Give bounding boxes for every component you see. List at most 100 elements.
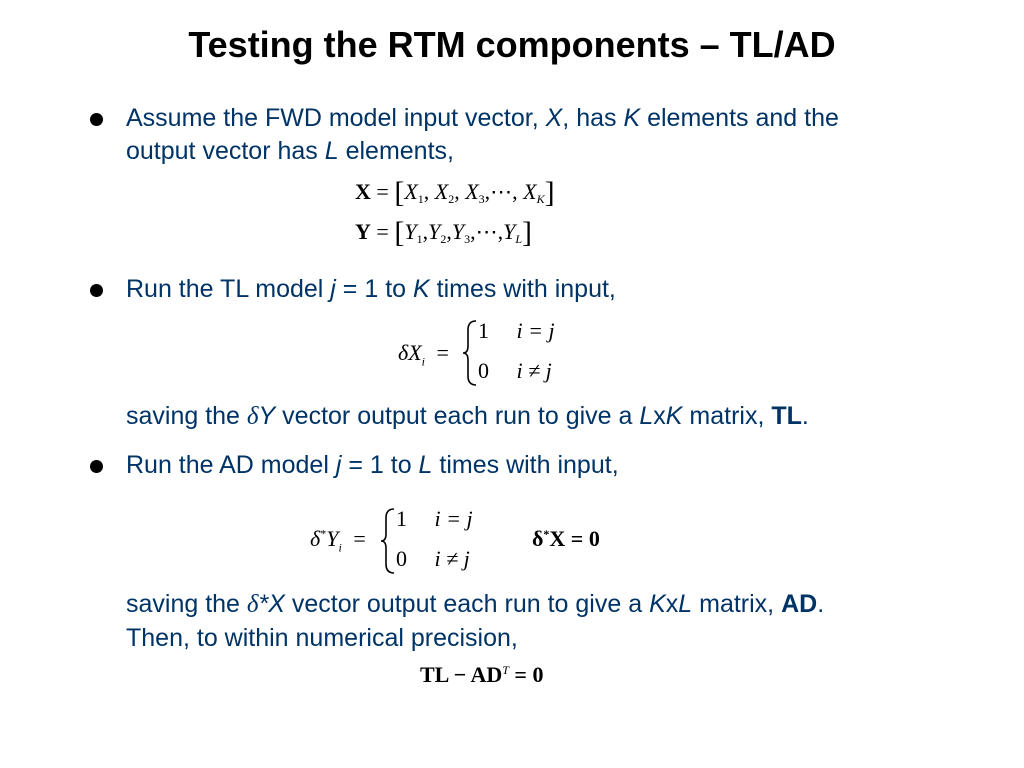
delta-symbol: δ (532, 526, 544, 551)
equation-y-vector: Y = [Y1,Y2,Y3,⋯,YL] (355, 216, 532, 249)
text: Then, to within numerical precision, (126, 624, 518, 652)
text: matrix, (682, 402, 772, 430)
eq-sub: 3 (478, 192, 485, 206)
text: = 1 to (335, 275, 413, 303)
eq-lhs: Y (355, 219, 371, 244)
eq-lhs: X (355, 179, 371, 204)
text: times with input, (432, 451, 619, 479)
text: elements, (338, 137, 454, 165)
var-K: K (649, 590, 666, 618)
case-value: 1 (478, 318, 489, 343)
tl-matrix-label: TL (771, 402, 802, 430)
bullet-dot (90, 284, 103, 297)
slide-title: Testing the RTM components – TL/AD (188, 24, 836, 65)
text: output vector has (126, 137, 325, 165)
eq-elem: X (523, 179, 537, 204)
equation-x-vector: X = [X1, X2, X3,⋯, XK] (355, 176, 555, 209)
text: saving the (126, 590, 247, 618)
case-lhs: δXi = (398, 340, 449, 369)
text: matrix, (692, 590, 782, 618)
bullet1-line2: output vector has L elements, (126, 136, 454, 166)
case-row-1: 1 i = j (478, 318, 555, 344)
var-K: K (413, 275, 430, 303)
lhs-symbol: δX (398, 340, 422, 365)
open-bracket: [ (394, 216, 405, 249)
case-condition: i = j (516, 318, 555, 343)
delta-symbol: δ (246, 403, 259, 430)
tl-input-cases: δXi = 1 i = j 0 i ≠ j (398, 318, 598, 388)
var-K: K (665, 402, 683, 430)
tl-ad-identity-equation: TL − ADT = 0 (420, 662, 543, 688)
adjoint-zero-equation: δ*X = 0 (532, 526, 600, 552)
eq-sign: = (353, 526, 366, 551)
text: . (801, 402, 809, 430)
eq-elem: Y (503, 219, 516, 244)
bullet-dot (90, 460, 103, 473)
text: . (817, 590, 825, 618)
eq-dots: ⋯ (475, 219, 498, 244)
lhs-symbol: δ (310, 526, 321, 551)
case-row-2: 0 i ≠ j (396, 546, 470, 572)
lhs-sub: i (421, 354, 426, 369)
eq-sign: = (376, 219, 389, 244)
eq-sign: = (436, 340, 449, 365)
case-value: 0 (396, 546, 407, 571)
eq-sub: L (515, 232, 522, 246)
star: * (543, 527, 550, 541)
eq-dots: ⋯ (490, 179, 513, 204)
eq-sub: 3 (464, 232, 471, 246)
bullet1-line1: Assume the FWD model input vector, X, ha… (126, 103, 839, 133)
text: Run the TL model (126, 275, 331, 303)
text: x (665, 590, 679, 618)
text: elements and the (640, 104, 839, 132)
bullet2-saving-line: saving the δY vector output each run to … (126, 401, 809, 432)
var-X: *X (258, 590, 285, 618)
text: , has (562, 104, 624, 132)
text: times with input, (429, 275, 616, 303)
var-Y: Y (258, 402, 276, 430)
eq-elem: X (404, 179, 418, 204)
transpose-sup: T (502, 663, 509, 677)
close-bracket: ] (522, 216, 532, 249)
text: = 1 to (341, 451, 419, 479)
var-j: j (335, 451, 342, 479)
case-condition: i = j (434, 506, 473, 531)
case-condition: i ≠ j (434, 546, 470, 571)
open-bracket: [ (394, 176, 405, 209)
var-L: L (418, 451, 433, 479)
lhs-symbol: Y (326, 526, 339, 551)
left-brace (462, 320, 477, 386)
var-L: L (678, 590, 693, 618)
eq-elem: X (465, 179, 479, 204)
text: vector output each run to give a (284, 590, 650, 618)
eq-sub: 1 (417, 192, 424, 206)
eq-sub: 1 (416, 232, 423, 246)
bullet2-line1: Run the TL model j = 1 to K times with i… (126, 274, 616, 304)
var-L: L (639, 402, 654, 430)
eq-elem: Y (428, 219, 441, 244)
var-j: j (330, 275, 336, 303)
bullet3-line1: Run the AD model j = 1 to L times with i… (126, 450, 619, 480)
eq-elem: Y (451, 219, 465, 244)
eq-rest: X = 0 (549, 526, 600, 551)
lhs-sub: i (338, 540, 342, 555)
bullet-dot (90, 113, 103, 126)
eq-elem: X (434, 179, 449, 204)
text: saving the (126, 402, 247, 430)
left-brace (380, 508, 395, 574)
var-X: X (545, 104, 563, 132)
case-row-1: 1 i = j (396, 506, 473, 532)
case-row-2: 0 i ≠ j (478, 358, 552, 384)
case-condition: i ≠ j (516, 358, 552, 383)
var-L: L (324, 137, 339, 165)
delta-symbol: δ (246, 591, 259, 618)
case-lhs: δ*Yi = (310, 526, 366, 555)
eq-rhs: = 0 (508, 662, 544, 687)
bullet3-saving-line: saving the δ*X vector output each run to… (126, 589, 824, 620)
eq-sub: K (536, 192, 545, 206)
text: Assume the FWD model input vector, (126, 104, 546, 132)
eq-lhs: TL − AD (420, 662, 503, 687)
eq-elem: Y (404, 219, 417, 244)
close-bracket: ] (544, 176, 555, 209)
var-K: K (623, 104, 641, 132)
